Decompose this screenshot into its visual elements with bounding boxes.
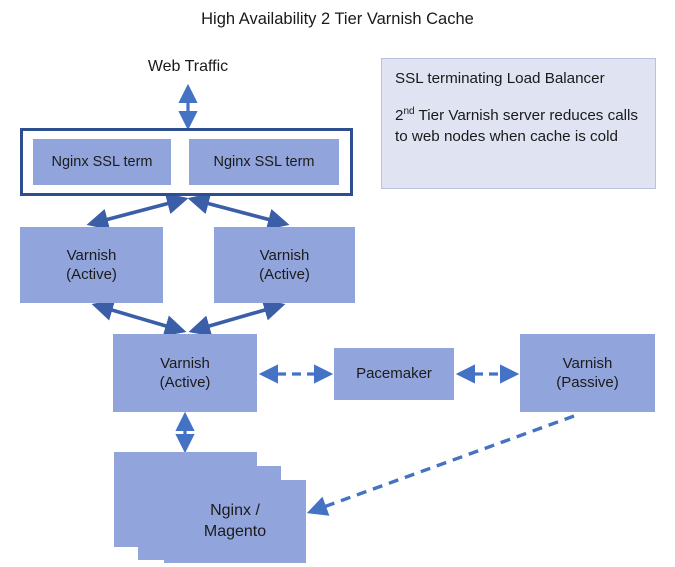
page-title: High Availability 2 Tier Varnish Cache (201, 10, 474, 28)
legend-line-2-prefix: 2 (395, 107, 404, 125)
node-varnish-active-middle[interactable]: Varnish (Active) (113, 334, 257, 412)
edge-varnish-right-to-middle (188, 299, 286, 337)
legend-box: SSL terminating Load Balancer 2nd Tier V… (381, 58, 656, 189)
edge-varnish-left-to-middle (91, 299, 187, 337)
edge-passive-to-web-stack (306, 414, 575, 516)
edge-ssl-to-varnish-right (187, 193, 290, 230)
legend-line-2-superscript: nd (403, 105, 415, 117)
legend-line-2-rest: Tier Varnish server reduces calls to web… (395, 107, 638, 145)
node-nginx-ssl-term-right[interactable]: Nginx SSL term (189, 139, 339, 185)
node-varnish-passive[interactable]: Varnish (Passive) (520, 334, 655, 412)
node-pacemaker[interactable]: Pacemaker (334, 348, 454, 400)
node-varnish-active-left[interactable]: Varnish (Active) (20, 227, 163, 303)
legend-line-1: SSL terminating Load Balancer (395, 70, 605, 87)
node-varnish-active-right[interactable]: Varnish (Active) (214, 227, 355, 303)
node-nginx-ssl-term-left[interactable]: Nginx SSL term (33, 139, 171, 185)
web-traffic-label: Web Traffic (147, 58, 229, 75)
node-nginx-magento[interactable]: Nginx / Magento (164, 480, 306, 563)
legend-line-2: 2nd Tier Varnish server reduces calls to… (395, 105, 643, 148)
edge-ssl-to-varnish-left (86, 193, 189, 230)
